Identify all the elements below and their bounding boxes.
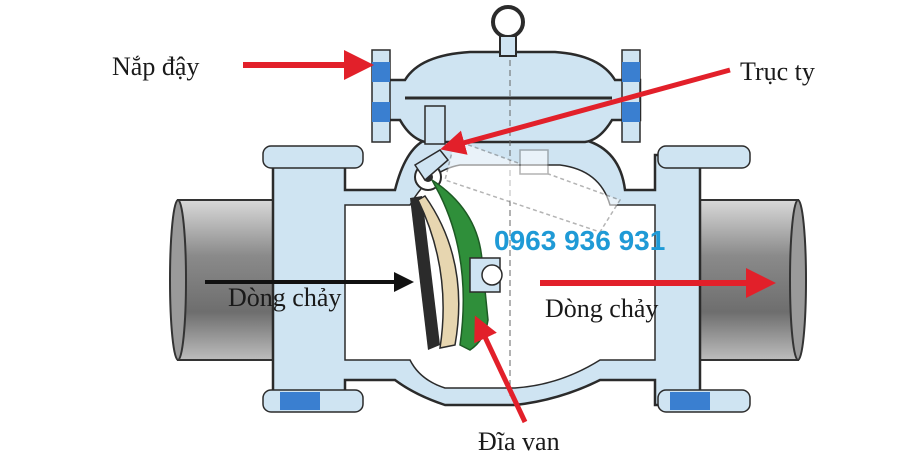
disc-open-position [444, 139, 622, 233]
label-flow-out: Dòng chảy [545, 294, 658, 323]
label-shaft: Trục ty [740, 57, 815, 86]
label-cover: Nắp đậy [112, 52, 199, 81]
label-disc: Đĩa van [478, 427, 560, 456]
label-flow-in: Dòng chảy [228, 283, 341, 312]
disc-arrow [474, 315, 528, 424]
phone-number: 0963 936 931 [494, 225, 665, 256]
eyebolt [491, 5, 525, 57]
shaft-arrow [440, 67, 731, 155]
valve-disc [410, 179, 503, 351]
